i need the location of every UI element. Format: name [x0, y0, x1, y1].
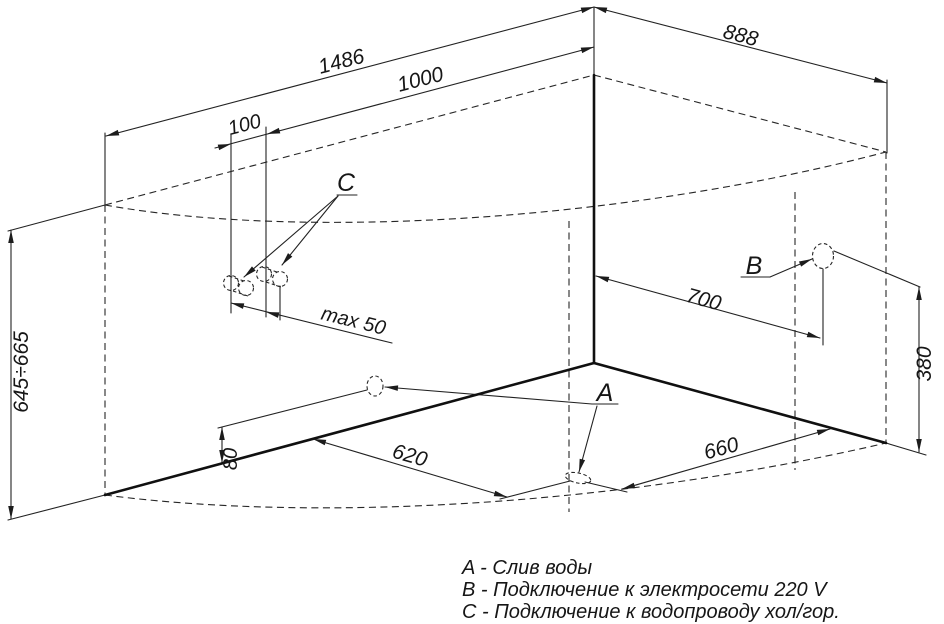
dimension-arrowhead: [231, 303, 245, 309]
callout-B: B: [746, 252, 763, 280]
legend-water: C - Подключение к водопроводу хол/гор.: [462, 601, 840, 623]
dimension-line: [7, 494, 106, 521]
dimension-arrowhead: [873, 76, 887, 83]
dimension-arrowhead: [385, 385, 399, 391]
callout-C: C: [337, 169, 356, 197]
power-socket: [811, 242, 835, 270]
dim-660: 660: [701, 433, 741, 465]
dimension-arrowhead: [244, 266, 256, 277]
dimension-line: [595, 275, 821, 339]
dimension-arrowhead: [916, 439, 922, 452]
dimension-line: [384, 386, 593, 405]
hidden-edge-line: [104, 74, 595, 206]
dimension-line: [105, 6, 595, 137]
dimension-arrowhead: [816, 429, 830, 436]
dimension-arrowhead: [916, 287, 922, 300]
dimension-arrowhead: [493, 490, 507, 497]
dimension-arrowhead: [106, 129, 120, 136]
water-pipe-2b: [271, 270, 289, 288]
dimension-arrowhead: [266, 312, 280, 318]
dim-80: 80: [220, 448, 242, 470]
tub-edge-line: [103, 361, 596, 497]
dimension-arrowhead: [8, 230, 14, 243]
legend-power: B - Подключение к электросети 220 V: [462, 579, 828, 601]
dim-100: 100: [226, 110, 264, 140]
dim-380: 380: [913, 346, 936, 381]
dim-888: 888: [721, 20, 761, 51]
dim-max-50: max 50: [319, 303, 388, 340]
pipe-connector-line: [261, 266, 278, 273]
hidden-rim-curve: [104, 442, 887, 509]
dimension-arrowhead: [217, 144, 231, 151]
dimension-arrowhead: [594, 7, 608, 14]
drain-outlet-side: [366, 375, 384, 397]
dimension-arrowhead: [580, 7, 594, 14]
dimension-line: [499, 480, 571, 500]
dimension-line: [621, 428, 831, 490]
pipe-connector-line: [232, 290, 249, 297]
dimension-arrowhead: [580, 47, 594, 54]
hidden-rim-curve: [104, 151, 887, 223]
dimension-arrowhead: [596, 276, 610, 283]
dimension-arrowhead: [798, 259, 812, 267]
tub-edge-line: [592, 361, 888, 445]
dimension-line: [230, 302, 393, 344]
dimension-line: [833, 250, 921, 288]
drain-outlet-floor: [564, 471, 592, 485]
dimension-arrowhead: [282, 253, 293, 265]
water-pipe-1a: [222, 274, 240, 292]
dimension-line: [217, 389, 368, 429]
dimension-line: [593, 6, 888, 84]
dimension-arrowhead: [267, 127, 281, 134]
dimension-arrowhead: [579, 458, 586, 472]
dim-700: 700: [684, 284, 724, 316]
dim-1000: 1000: [395, 63, 446, 97]
water-pipe-2a: [255, 265, 273, 283]
dimension-line: [312, 438, 508, 498]
dimension-arrowhead: [219, 427, 225, 440]
hidden-edge-line: [593, 74, 887, 153]
dim-620: 620: [390, 440, 430, 472]
dimension-line: [7, 204, 106, 232]
dim-645-665: 645÷665: [10, 331, 33, 413]
dimension-arrowhead: [622, 482, 636, 489]
water-pipe-1b: [237, 279, 255, 297]
dimension-arrowhead: [8, 506, 14, 519]
dimension-line: [885, 442, 927, 456]
dimension-arrowhead: [219, 450, 225, 463]
legend-drain: A - Слив воды: [461, 557, 592, 579]
dimension-line: [243, 195, 339, 278]
dimension-arrowhead: [806, 331, 820, 338]
dimension-line: [584, 481, 628, 493]
dimension-line: [281, 195, 339, 266]
callout-A: A: [595, 379, 614, 407]
dimension-arrowhead: [313, 439, 327, 446]
